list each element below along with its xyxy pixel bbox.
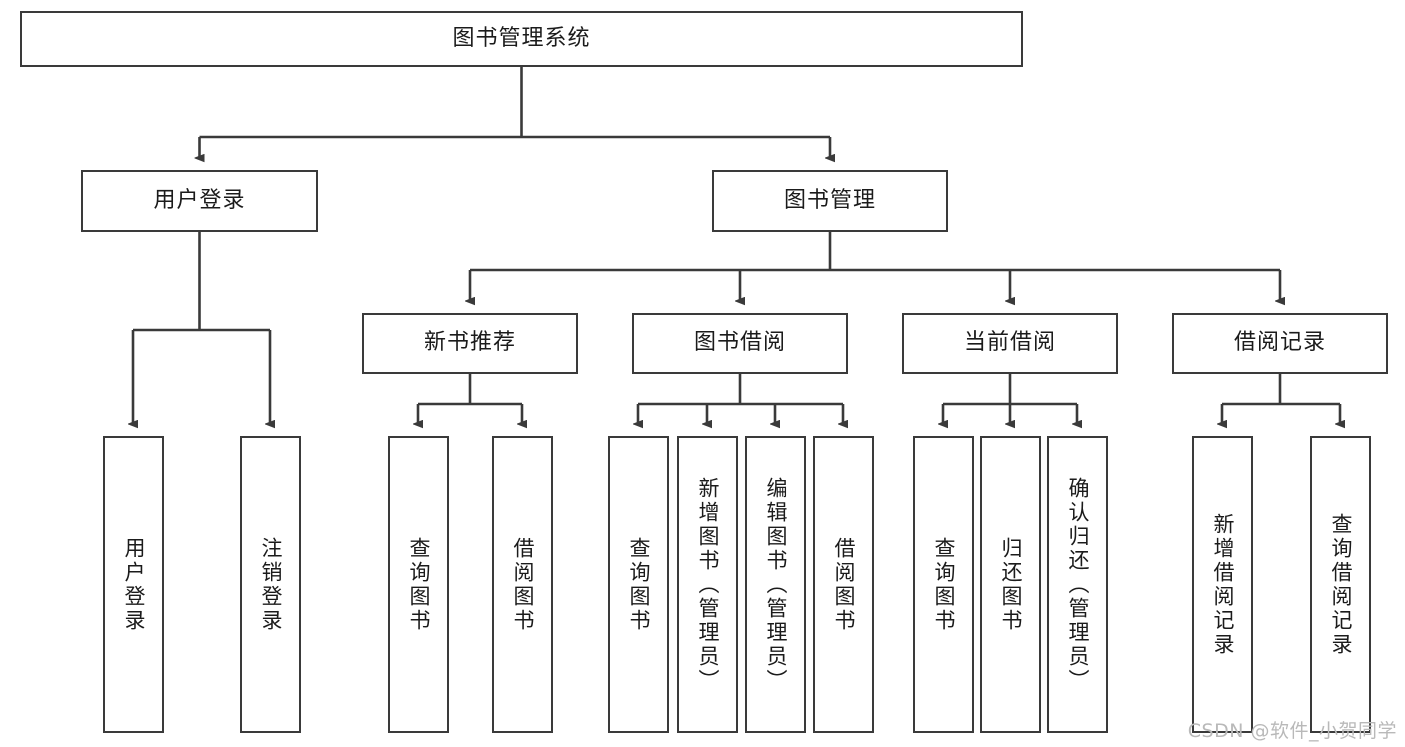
node-leaf-logout[interactable]: 注销登录 — [240, 436, 301, 733]
node-label: 新增图书（管理员） — [696, 476, 720, 693]
watermark: CSDN @软件_小贺同学 — [1187, 720, 1397, 742]
node-label: 图书管理 — [783, 187, 876, 213]
node-book-borrow[interactable]: 图书借阅 — [632, 313, 848, 374]
node-label: 借阅图书 — [511, 536, 535, 633]
node-new-book-recommend[interactable]: 新书推荐 — [362, 313, 578, 374]
node-leaf-add-borrow-record[interactable]: 新增借阅记录 — [1192, 436, 1253, 733]
node-label: 当前借阅 — [963, 330, 1056, 356]
node-label: 图书管理系统 — [452, 25, 591, 51]
node-leaf-query-book-recommend[interactable]: 查询图书 — [388, 436, 449, 733]
node-user-login[interactable]: 用户登录 — [81, 170, 318, 232]
node-leaf-user-login[interactable]: 用户登录 — [103, 436, 164, 733]
node-label: 归还图书 — [999, 536, 1023, 633]
node-leaf-query-book-borrow[interactable]: 查询图书 — [608, 436, 669, 733]
node-label: 新书推荐 — [423, 330, 516, 356]
node-borrow-record[interactable]: 借阅记录 — [1172, 313, 1388, 374]
node-leaf-confirm-return[interactable]: 确认归还（管理员） — [1047, 436, 1108, 733]
node-label: 借阅记录 — [1233, 330, 1326, 356]
node-label: 确认归还（管理员） — [1066, 476, 1090, 693]
node-label: 编辑图书（管理员） — [764, 476, 788, 693]
node-label: 新增借阅记录 — [1211, 512, 1235, 657]
node-label: 借阅图书 — [832, 536, 856, 633]
node-label: 查询图书 — [407, 536, 431, 633]
node-leaf-edit-book[interactable]: 编辑图书（管理员） — [745, 436, 806, 733]
node-book-management-system[interactable]: 图书管理系统 — [20, 11, 1023, 67]
node-leaf-borrow-book-recommend[interactable]: 借阅图书 — [492, 436, 553, 733]
node-label: 用户登录 — [122, 536, 146, 633]
node-label: 查询图书 — [627, 536, 651, 633]
node-label: 查询图书 — [932, 536, 956, 633]
node-current-borrow[interactable]: 当前借阅 — [902, 313, 1118, 374]
node-leaf-query-borrow-record[interactable]: 查询借阅记录 — [1310, 436, 1371, 733]
node-leaf-add-book[interactable]: 新增图书（管理员） — [677, 436, 738, 733]
node-label: 图书借阅 — [693, 330, 786, 356]
node-leaf-borrow-book[interactable]: 借阅图书 — [813, 436, 874, 733]
node-label: 注销登录 — [259, 536, 283, 633]
node-leaf-return-book[interactable]: 归还图书 — [980, 436, 1041, 733]
node-book-manage[interactable]: 图书管理 — [712, 170, 948, 232]
node-leaf-query-book-current[interactable]: 查询图书 — [913, 436, 974, 733]
node-label: 查询借阅记录 — [1329, 512, 1353, 657]
node-label: 用户登录 — [153, 187, 246, 213]
